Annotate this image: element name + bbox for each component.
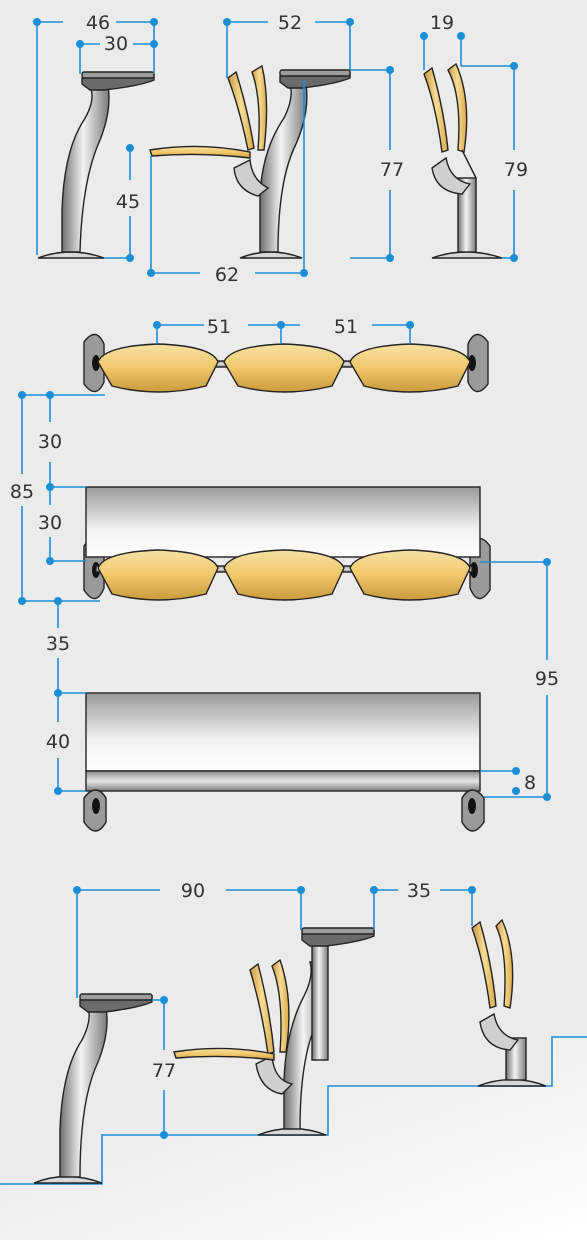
label-desk-top: 30 [104,33,128,55]
label-row-spacing: 90 [181,880,205,902]
tiered-desk-left [33,993,153,1184]
label-desk-depth: 40 [46,731,70,753]
label-tier-desk-height: 77 [152,1060,176,1082]
tiered-chair-right [471,918,547,1087]
tiered-chair-middle [173,927,375,1136]
top-row-2 [83,486,491,601]
label-gap-c: 35 [46,633,70,655]
chair-desk-middle [149,64,351,259]
side-view: 46 30 52 19 45 77 79 62 [33,12,528,286]
top-row-3 [83,692,485,832]
desk-left [37,71,155,259]
label-chair-depth: 19 [430,12,454,34]
chair-right [423,62,503,259]
label-desk-height: 77 [380,159,404,181]
label-back-spacing: 35 [407,880,431,902]
label-seat-width-2: 51 [334,316,358,338]
top-dimensions [18,321,551,801]
top-row-1 [83,333,489,393]
label-gap-b: 30 [38,512,62,534]
label-back-height: 79 [504,159,528,181]
side-dimensions [33,18,518,277]
label-seat-width-1: 51 [207,316,231,338]
label-row-depth: 62 [215,264,239,286]
label-seat-height: 45 [116,191,140,213]
label-gap-a: 30 [38,431,62,453]
top-view: 51 51 30 85 30 35 40 8 95 [10,316,559,832]
tiered-dimensions [73,886,476,1139]
tiered-view: 90 35 77 [0,880,587,1240]
label-seat-spacing: 52 [278,12,302,34]
label-total-depth: 85 [10,481,34,503]
label-overall: 95 [535,668,559,690]
label-rail: 8 [524,772,536,794]
label-desk-width: 46 [86,12,110,34]
